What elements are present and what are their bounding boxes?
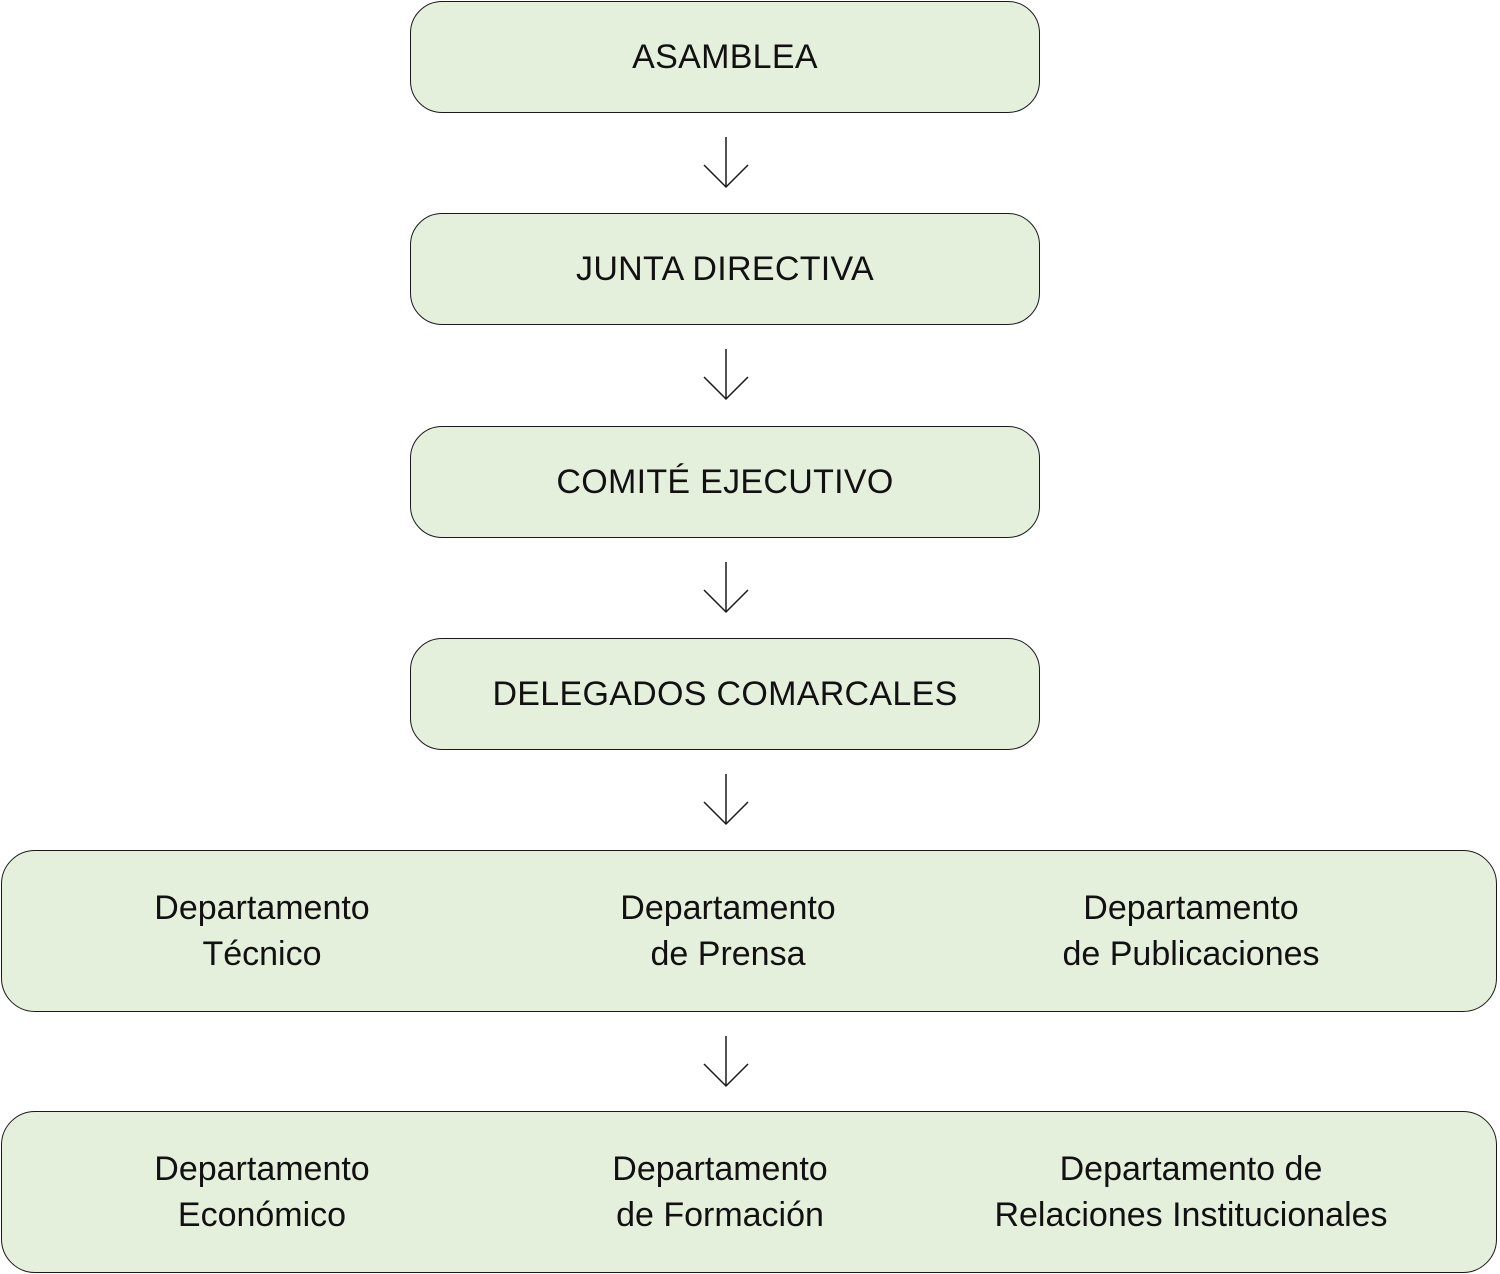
arrow-down-icon — [703, 562, 749, 614]
node-junta-directiva: JUNTA DIRECTIVA — [410, 213, 1040, 325]
node-label: COMITÉ EJECUTIVO — [556, 462, 894, 501]
node-delegados-comarcales: DELEGADOS COMARCALES — [410, 638, 1040, 750]
node-departamento-economico: Departamento Económico — [154, 1112, 369, 1272]
node-label: ASAMBLEA — [632, 37, 818, 76]
node-label-line1: Departamento — [1083, 889, 1299, 927]
node-comite-ejecutivo: COMITÉ EJECUTIVO — [410, 426, 1040, 538]
arrow-down-icon — [703, 349, 749, 401]
departments-row-1: Departamento Técnico Departamento de Pre… — [1, 850, 1497, 1012]
node-departamento-relaciones-institucionales: Departamento de Relaciones Institucional… — [994, 1112, 1387, 1272]
node-label-line2: Relaciones Institucionales — [994, 1196, 1388, 1234]
arrow-down-icon — [703, 137, 749, 189]
arrow-down-icon — [703, 774, 749, 826]
node-departamento-formacion: Departamento de Formación — [612, 1112, 827, 1272]
node-label-line1: Departamento — [154, 1150, 370, 1188]
node-departamento-prensa: Departamento de Prensa — [620, 851, 835, 1011]
node-asamblea: ASAMBLEA — [410, 1, 1040, 113]
node-departamento-publicaciones: Departamento de Publicaciones — [1062, 851, 1319, 1011]
node-label: DELEGADOS COMARCALES — [492, 674, 958, 713]
arrow-down-icon — [703, 1036, 749, 1088]
node-label-line2: Técnico — [202, 935, 322, 973]
node-label-line1: Departamento — [612, 1150, 828, 1188]
node-label-line1: Departamento — [620, 889, 836, 927]
node-label-line2: de Prensa — [650, 935, 806, 973]
node-departamento-tecnico: Departamento Técnico — [154, 851, 369, 1011]
departments-row-2: Departamento Económico Departamento de F… — [1, 1111, 1497, 1273]
node-label-line2: Económico — [177, 1196, 347, 1234]
node-label-line2: de Publicaciones — [1062, 935, 1320, 973]
node-label-line2: de Formación — [616, 1196, 824, 1234]
node-label: JUNTA DIRECTIVA — [576, 249, 874, 288]
node-label-line1: Departamento — [154, 889, 370, 927]
node-label-line1: Departamento de — [1059, 1150, 1323, 1188]
